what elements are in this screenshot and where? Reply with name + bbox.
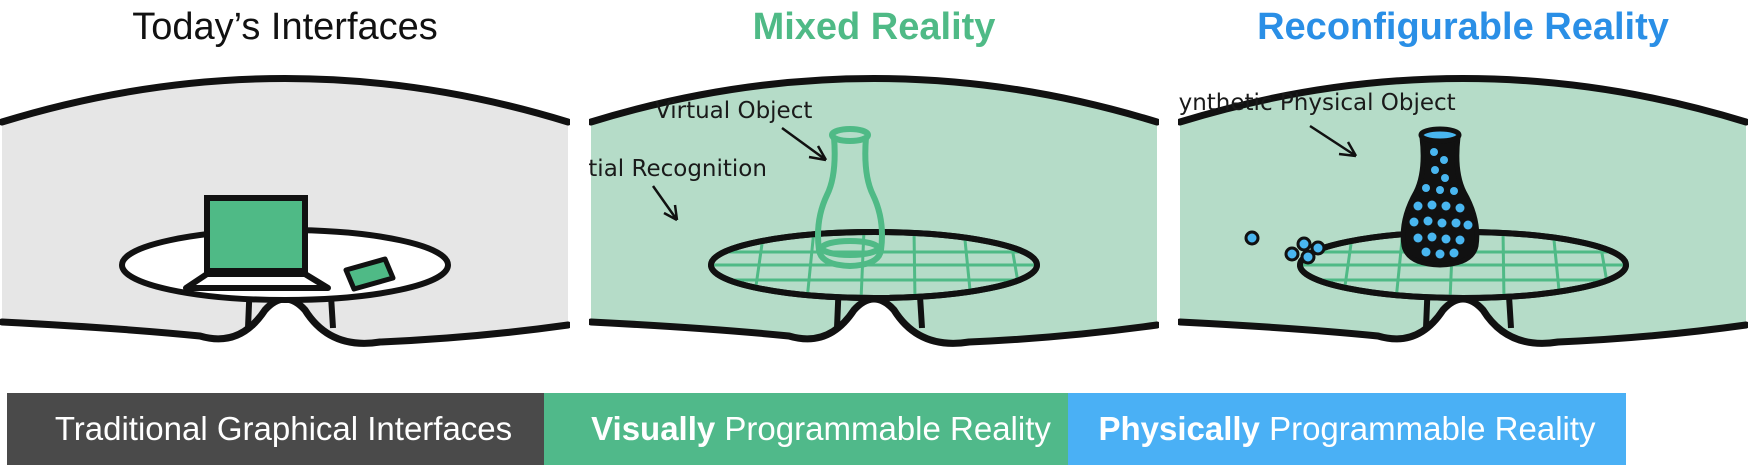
synthetic-vase bbox=[1400, 126, 1480, 268]
label-synthetic-physical-object: Synthetic Physical Object bbox=[1178, 90, 1456, 116]
panel-todays-interfaces: Today’s Interfaces Traditional Graphical… bbox=[0, 0, 570, 473]
laptop-screen bbox=[204, 195, 308, 274]
panel-mixed-reality: Mixed Reality bbox=[544, 0, 1159, 473]
goggle-top-rim bbox=[1178, 75, 1748, 126]
caption-bold: Visually bbox=[591, 410, 716, 447]
panel-title: Today’s Interfaces bbox=[132, 6, 438, 48]
label-virtual-object: Virtual Object bbox=[655, 98, 812, 124]
phone bbox=[343, 256, 396, 292]
caption-physically-programmable: Physically Programmable Reality bbox=[1068, 393, 1626, 465]
caption-traditional-interfaces: Traditional Graphical Interfaces bbox=[7, 393, 560, 465]
caption-text: Programmable Reality bbox=[1259, 410, 1596, 447]
arrow-spatial-recognition bbox=[651, 185, 679, 222]
arrow-virtual-object bbox=[781, 126, 828, 162]
goggle-scene-today bbox=[0, 75, 570, 347]
laptop-base bbox=[183, 271, 331, 291]
caption-visually-programmable: Visually Programmable Reality bbox=[544, 393, 1098, 465]
label-spatial-recognition: Spatial Recognition bbox=[589, 156, 767, 182]
goggle-scene-reconfigurable: Synthetic Physical Object bbox=[1178, 75, 1748, 347]
panel-reconfigurable-reality: Reconfigurable Reality bbox=[1068, 0, 1748, 473]
panel-title: Reconfigurable Reality bbox=[1257, 6, 1669, 48]
goggle-scene-mixed: Virtual Object Spatial Recognition bbox=[589, 75, 1159, 347]
goggle-top-rim bbox=[589, 75, 1159, 126]
arrow-synthetic-physical-object bbox=[1309, 124, 1358, 158]
panel-title: Mixed Reality bbox=[752, 6, 996, 48]
caption-bold: Physically bbox=[1098, 410, 1260, 447]
virtual-vase bbox=[815, 126, 885, 270]
goggle-top-rim bbox=[0, 75, 570, 126]
caption-text: Traditional Graphical Interfaces bbox=[54, 410, 513, 447]
loose-particles bbox=[1244, 230, 1326, 265]
caption-text: Programmable Reality bbox=[715, 410, 1051, 447]
